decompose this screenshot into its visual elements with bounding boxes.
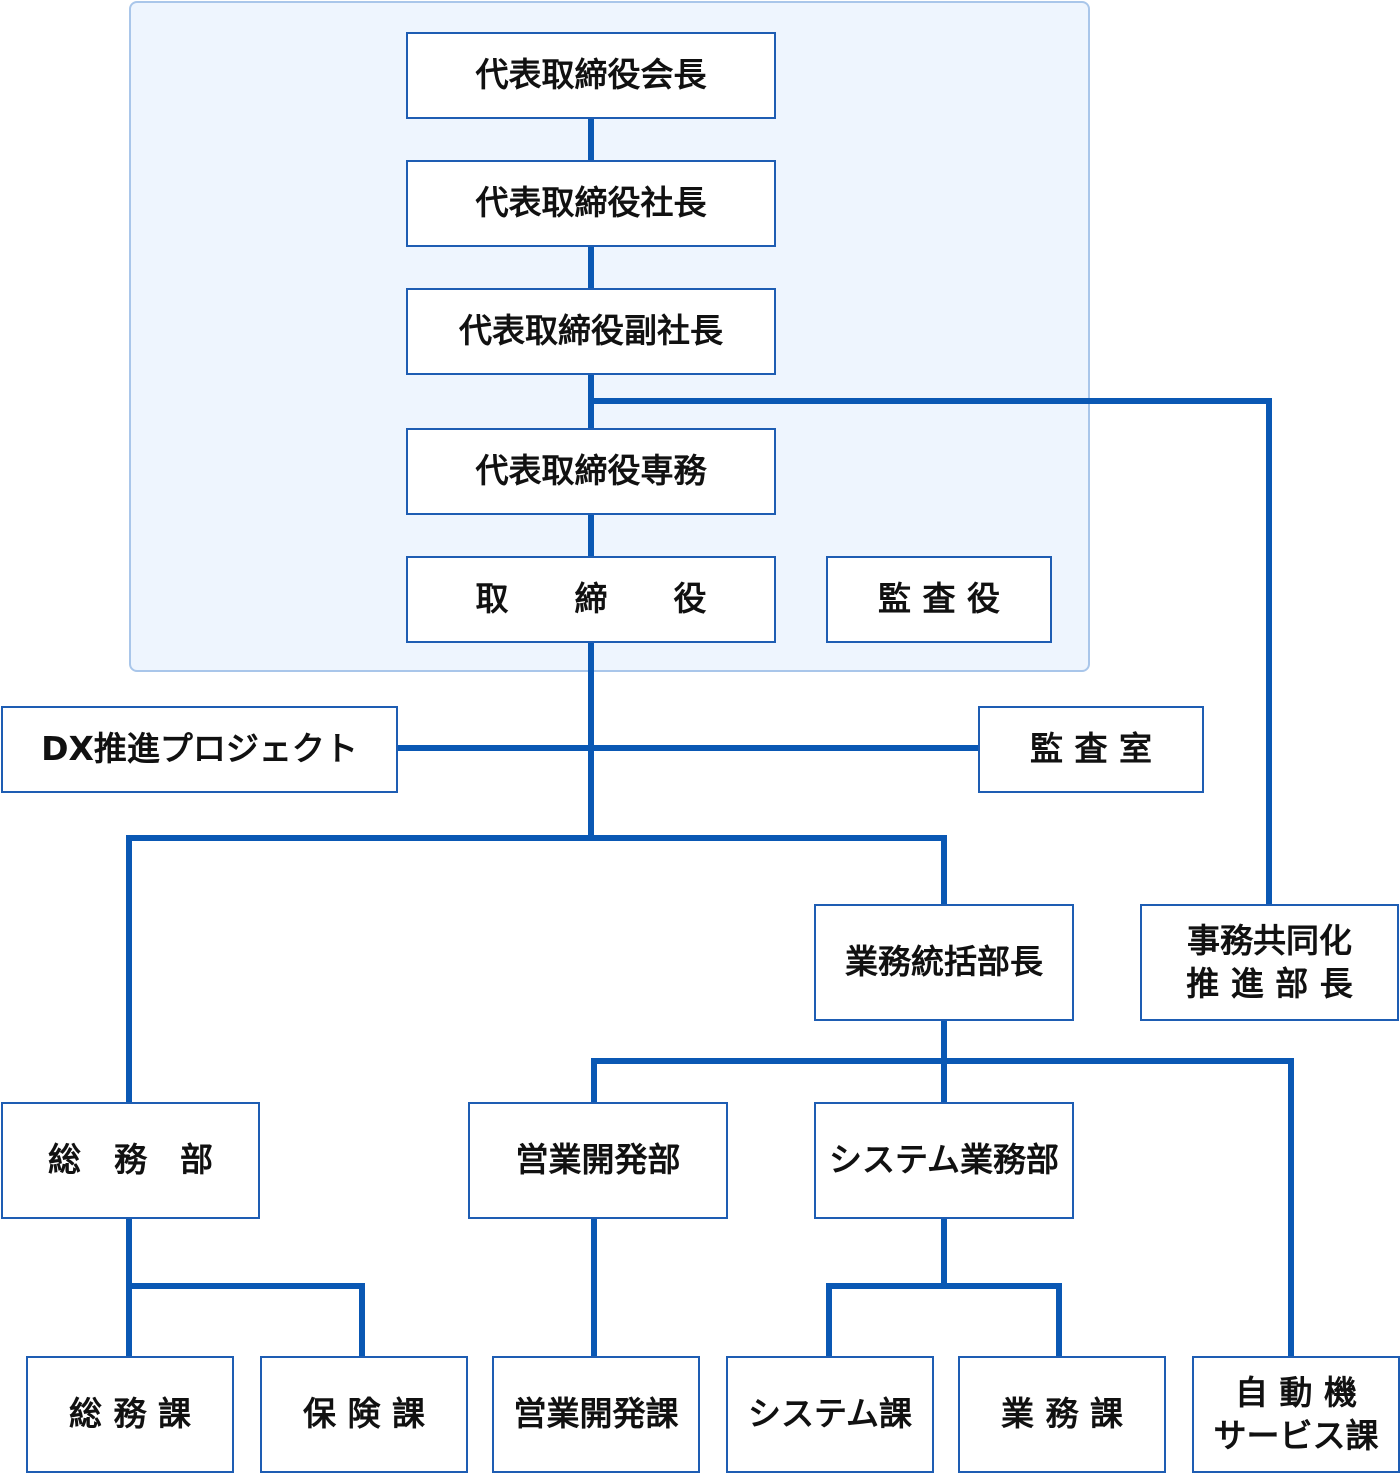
node-label: システム課: [747, 1394, 912, 1434]
node-system-sec: システム課: [726, 1356, 934, 1473]
node-label: 監 査 室: [1030, 729, 1152, 769]
node-audit-office: 監 査 室: [978, 706, 1204, 793]
node-general-affairs-dept: 総 務 部: [1, 1102, 260, 1219]
node-business-sec: 業 務 課: [958, 1356, 1166, 1473]
node-label: 代表取締役副社長: [459, 311, 723, 351]
node-insurance-sec: 保 険 課: [260, 1356, 468, 1473]
node-general-affairs-sec: 総 務 課: [26, 1356, 234, 1473]
node-label: 保 険 課: [303, 1394, 425, 1434]
connector-gm-branches: [591, 1058, 1294, 1356]
connector-ga-insurance: [129, 1283, 365, 1356]
node-label: 取 締 役: [475, 579, 707, 619]
node-vice-president: 代表取締役副社長: [406, 288, 776, 375]
node-sales-dev-sec: 営業開発課: [492, 1356, 700, 1473]
node-label: 業務統括部長: [845, 942, 1043, 982]
node-auto-service-sec: 自 動 機 サービス課: [1192, 1356, 1400, 1473]
node-shared-promotion: 事務共同化 推 進 部 長: [1140, 904, 1399, 1021]
node-label: 代表取締役専務: [475, 451, 707, 491]
connector-system-secs: [826, 1283, 1062, 1356]
node-president: 代表取締役社長: [406, 160, 776, 247]
node-sales-dev-dept: 営業開発部: [468, 1102, 728, 1219]
node-system-dept: システム業務部: [814, 1102, 1074, 1219]
node-label: 営業開発課: [513, 1394, 679, 1434]
node-label-line2: サービス課: [1213, 1415, 1379, 1455]
node-label: DX推進プロジェクト: [41, 729, 358, 769]
connector-vice-shared-promo: [591, 398, 1272, 904]
node-label: システム業務部: [828, 1140, 1059, 1180]
node-label: 総 務 課: [69, 1394, 191, 1434]
node-label-line2: 推 進 部 長: [1186, 963, 1353, 1003]
node-label: 監 査 役: [878, 579, 1000, 619]
node-label: 代表取締役会長: [475, 55, 707, 95]
node-senior-managing: 代表取締役専務: [406, 428, 776, 515]
node-directors: 取 締 役: [406, 556, 776, 643]
node-label: 総 務 部: [48, 1140, 213, 1180]
node-dx-project: DX推進プロジェクト: [1, 706, 398, 793]
node-chairman: 代表取締役会長: [406, 32, 776, 119]
node-auditor: 監 査 役: [826, 556, 1052, 643]
connector-branch-main: [126, 835, 947, 1102]
node-label-line1: 事務共同化: [1187, 920, 1352, 960]
node-label: 営業開発部: [515, 1140, 681, 1180]
node-general-manager: 業務統括部長: [814, 904, 1074, 1021]
node-label: 代表取締役社長: [475, 183, 707, 223]
node-label-line1: 自 動 機: [1235, 1372, 1357, 1412]
node-label: 業 務 課: [1001, 1394, 1123, 1434]
